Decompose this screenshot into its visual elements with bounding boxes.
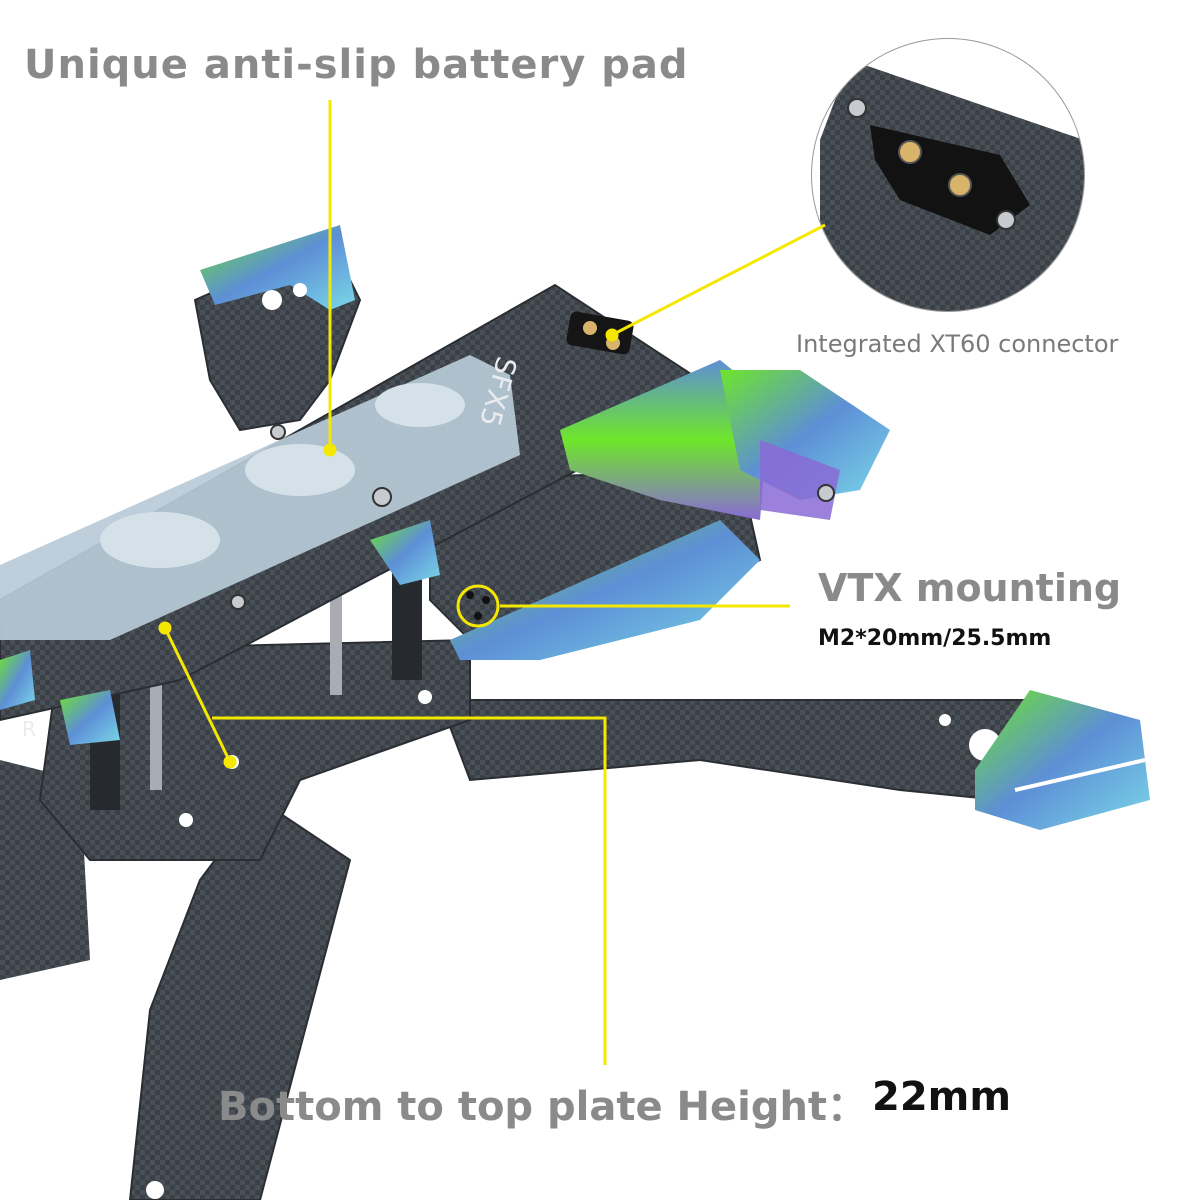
rear-tpu-mounts (0, 360, 890, 745)
leader-xt60 (611, 223, 826, 337)
front-arm-right (438, 690, 1150, 830)
xt60-inset (811, 38, 1085, 312)
vtx-mounting-callout: VTX mounting (818, 566, 1122, 610)
xt60-callout: Integrated XT60 connector (796, 330, 1119, 358)
vtx-mount-area (429, 468, 762, 660)
arm-marker: R (22, 717, 36, 741)
bottom-plate (38, 638, 471, 861)
rear-arm-top (193, 225, 362, 432)
vtx-spec-text: M2*20mm/25.5mm (818, 626, 1052, 651)
leader-height-b (212, 716, 607, 1065)
plate-height-value: 22mm (872, 1074, 1012, 1120)
battery-pad-callout: Unique anti-slip battery pad (24, 42, 689, 88)
leader-height-a (163, 627, 232, 763)
plate-height-label: Bottom to top plate Height： (218, 1084, 868, 1130)
leader-lines (158, 100, 826, 1065)
top-plate: SFX5 R (0, 283, 712, 741)
